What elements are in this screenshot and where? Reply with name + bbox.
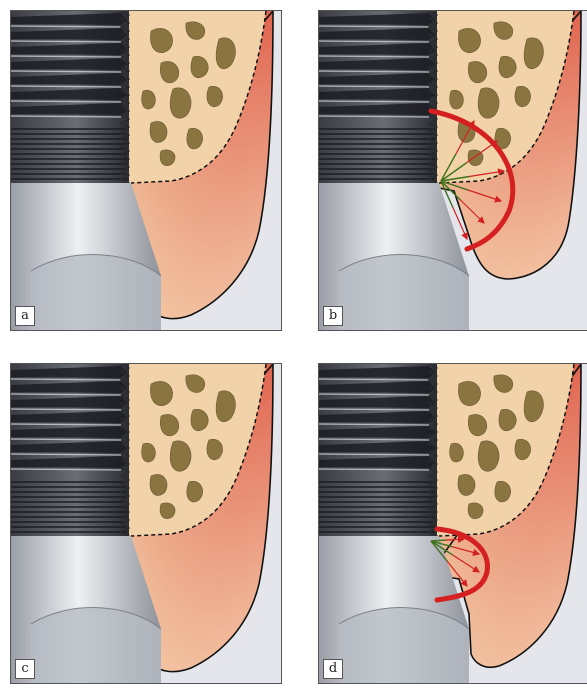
trabecula [187, 481, 203, 502]
trabecula [478, 88, 499, 118]
panel-d: d [318, 363, 587, 684]
trabecula [150, 381, 172, 405]
trabecula [458, 381, 480, 405]
trabecula [170, 441, 191, 471]
trabecula [160, 150, 175, 166]
trabecula [450, 443, 464, 462]
trabecula [150, 121, 167, 142]
trabecula [495, 481, 511, 502]
trabecula [458, 474, 475, 495]
trabecula [187, 128, 203, 149]
abutment-lower [31, 255, 161, 331]
panel-c: c [10, 363, 282, 684]
panel-a: a [10, 10, 282, 331]
abutment-lower [339, 608, 469, 684]
abutment-lower [31, 608, 161, 684]
panel-label-d: d [323, 659, 343, 679]
trabecula [170, 88, 191, 118]
diagram-d [319, 364, 587, 684]
trabecula [207, 86, 223, 106]
trabecula [142, 443, 156, 462]
force-arrow-base [431, 540, 446, 541]
panel-label-a: a [15, 306, 35, 326]
panel-b: b [318, 10, 587, 331]
trabecula [150, 28, 172, 52]
trabecula [515, 439, 531, 459]
trabecula [468, 503, 483, 519]
diagram-c [11, 364, 282, 684]
trabecula [150, 474, 167, 495]
trabecula [207, 439, 223, 459]
trabecula [458, 28, 480, 52]
panel-label-b: b [323, 306, 343, 326]
diagram-a [11, 11, 282, 331]
trabecula [450, 90, 464, 109]
trabecula [142, 90, 156, 109]
trabecula [515, 86, 531, 106]
panel-label-c: c [15, 659, 35, 679]
trabecula [478, 441, 499, 471]
trabecula [160, 503, 175, 519]
abutment-lower [339, 255, 469, 331]
diagram-b [319, 11, 587, 331]
